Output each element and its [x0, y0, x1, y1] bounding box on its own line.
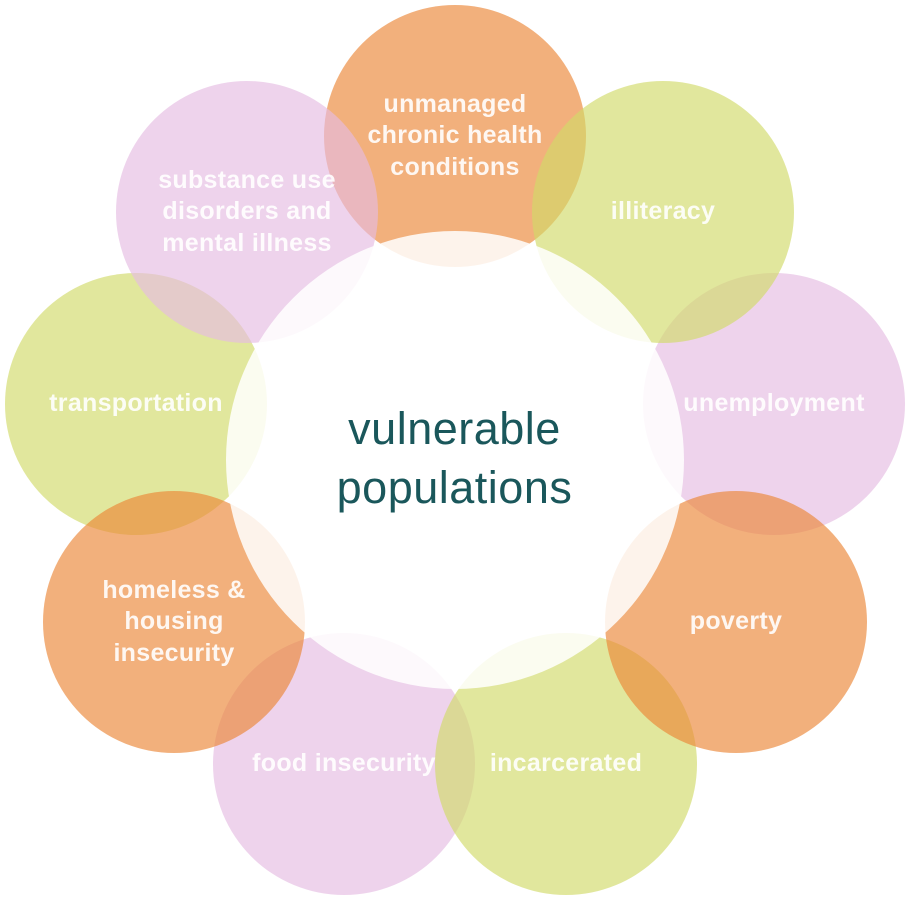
circle-label-unmanaged-chronic-health-conditions: unmanaged chronic health conditions [367, 90, 543, 181]
circle-label-unemployment: unemployment [683, 389, 865, 418]
circle-label-poverty: poverty [689, 607, 783, 636]
circle-label-transportation: transportation [49, 389, 223, 418]
diagram-title: vulnerable populations [336, 403, 573, 513]
circle-label-illiteracy: illiteracy [610, 197, 716, 226]
circle-label-substance-use-disorders-mental-illness: substance use disorders and mental illne… [158, 166, 336, 257]
circle-substance-use-disorders-mental-illness: substance use disorders and mental illne… [116, 81, 378, 343]
circle-label-incarcerated: incarcerated [489, 749, 643, 778]
circle-label-homeless-housing-insecurity: homeless & housing insecurity [102, 576, 246, 667]
circle-label-food-insecurity: food insecurity [252, 749, 436, 778]
center-white-disc [226, 231, 684, 689]
